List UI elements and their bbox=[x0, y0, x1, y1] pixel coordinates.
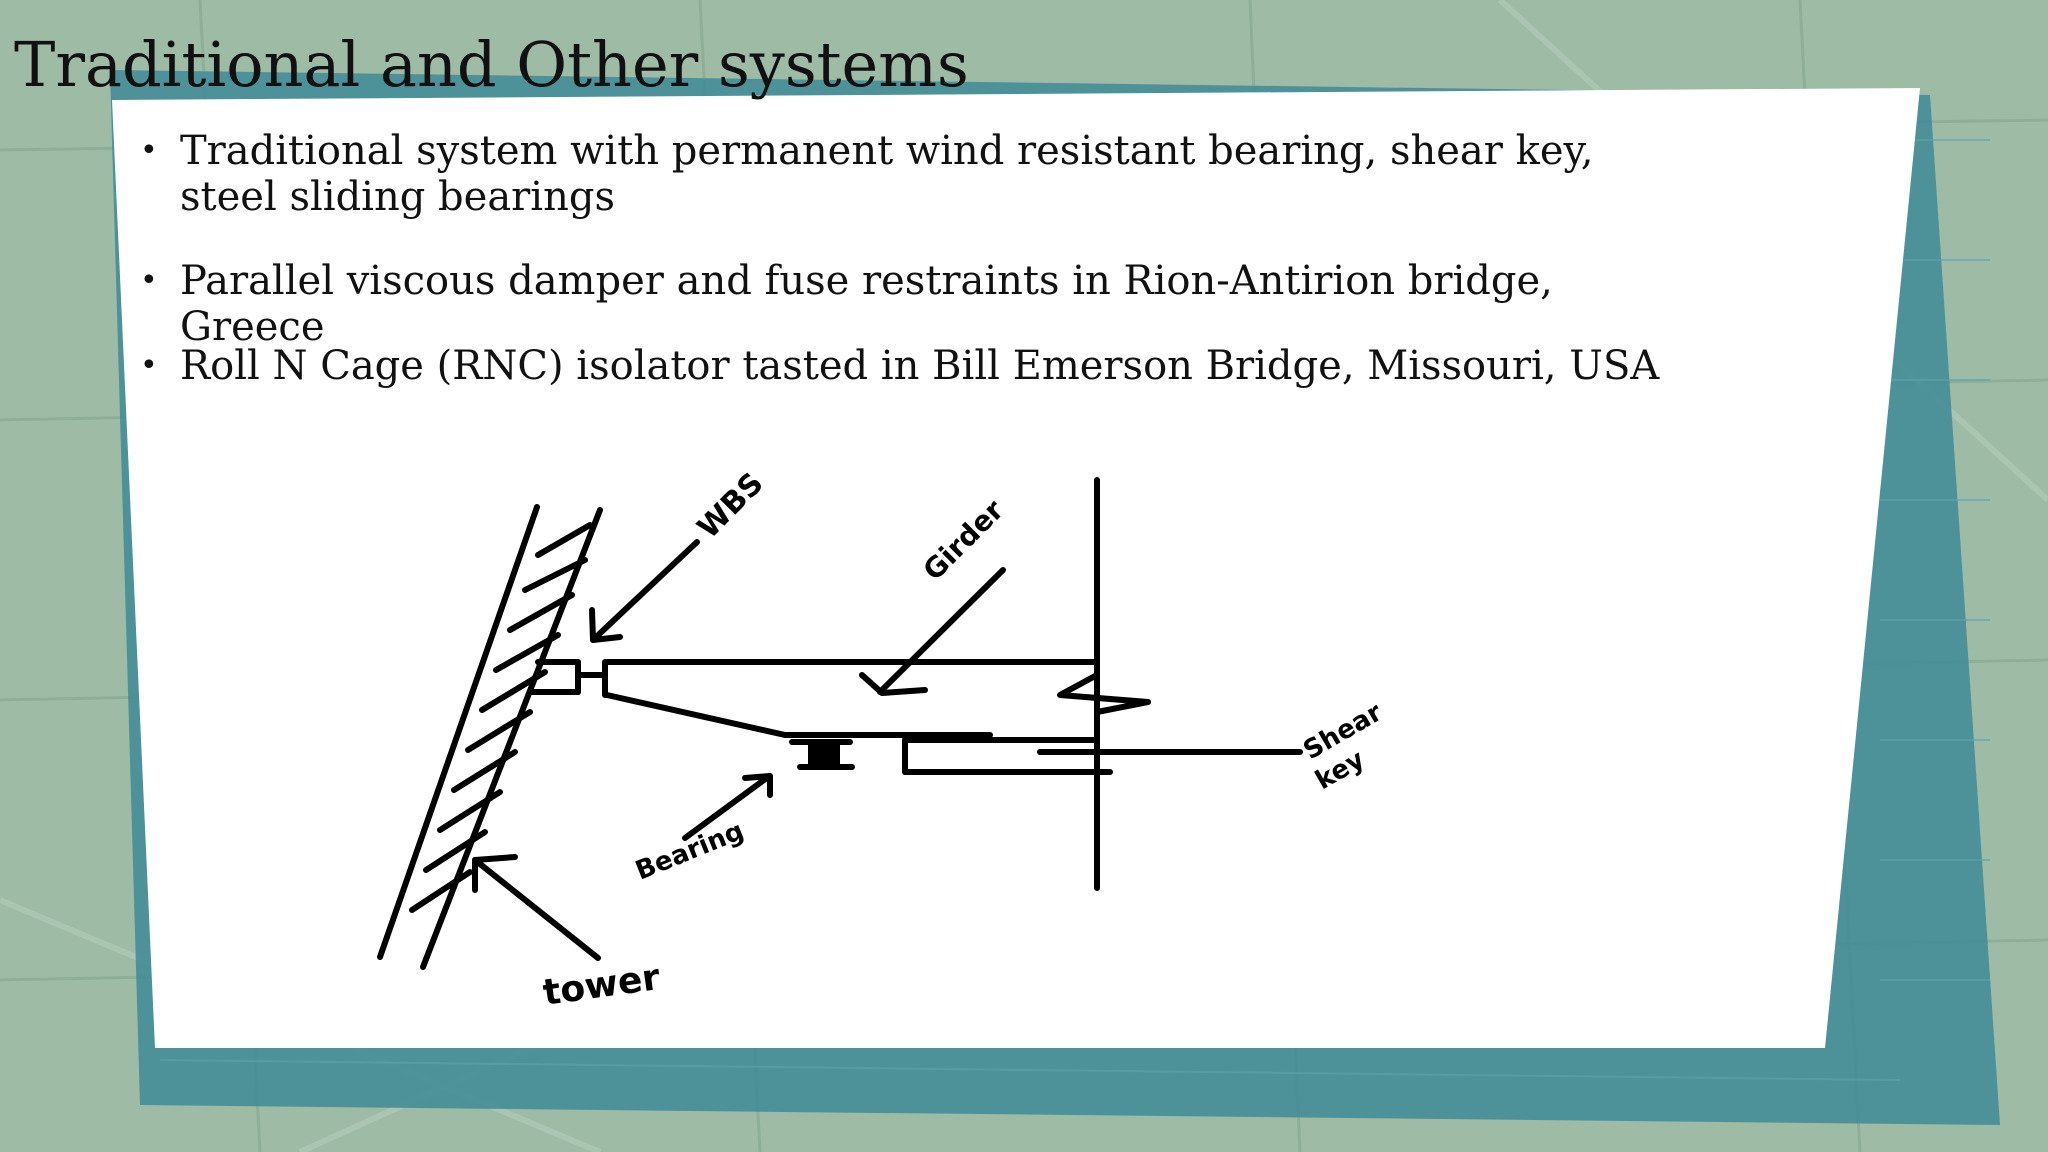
girder-arrow bbox=[859, 567, 1006, 696]
bullet-icon: • bbox=[140, 348, 158, 383]
tower-shape bbox=[377, 504, 603, 970]
bullet-text: Traditional system with permanent wind r… bbox=[180, 128, 1594, 220]
shear-key-shape bbox=[902, 737, 1303, 775]
bullet-item: • Parallel viscous damper and fuse restr… bbox=[140, 258, 1660, 350]
girder-shape bbox=[604, 477, 1151, 891]
bullet-list: • Traditional system with permanent wind… bbox=[140, 128, 1660, 403]
content-card bbox=[112, 88, 1920, 1048]
bullet-item: • Roll N Cage (RNC) isolator tasted in B… bbox=[140, 343, 1660, 403]
bullet-icon: • bbox=[140, 133, 158, 168]
tower-label: tower bbox=[541, 957, 663, 1014]
wbs-label: WBS bbox=[691, 466, 771, 546]
tower-arrow bbox=[472, 854, 601, 961]
wbs-shape bbox=[527, 659, 608, 698]
bearing-label: Bearing bbox=[631, 816, 748, 886]
wbs-arrow bbox=[589, 539, 700, 643]
bullet-text: Roll N Cage (RNC) isolator tasted in Bil… bbox=[180, 343, 1660, 389]
slide-title: Traditional and Other systems bbox=[14, 28, 969, 101]
bearing-arrow bbox=[682, 773, 773, 841]
bullet-icon: • bbox=[140, 263, 158, 298]
bullet-item: • Traditional system with permanent wind… bbox=[140, 128, 1660, 258]
bullet-text: Parallel viscous damper and fuse restrai… bbox=[180, 258, 1553, 350]
bearing-block bbox=[808, 740, 840, 770]
